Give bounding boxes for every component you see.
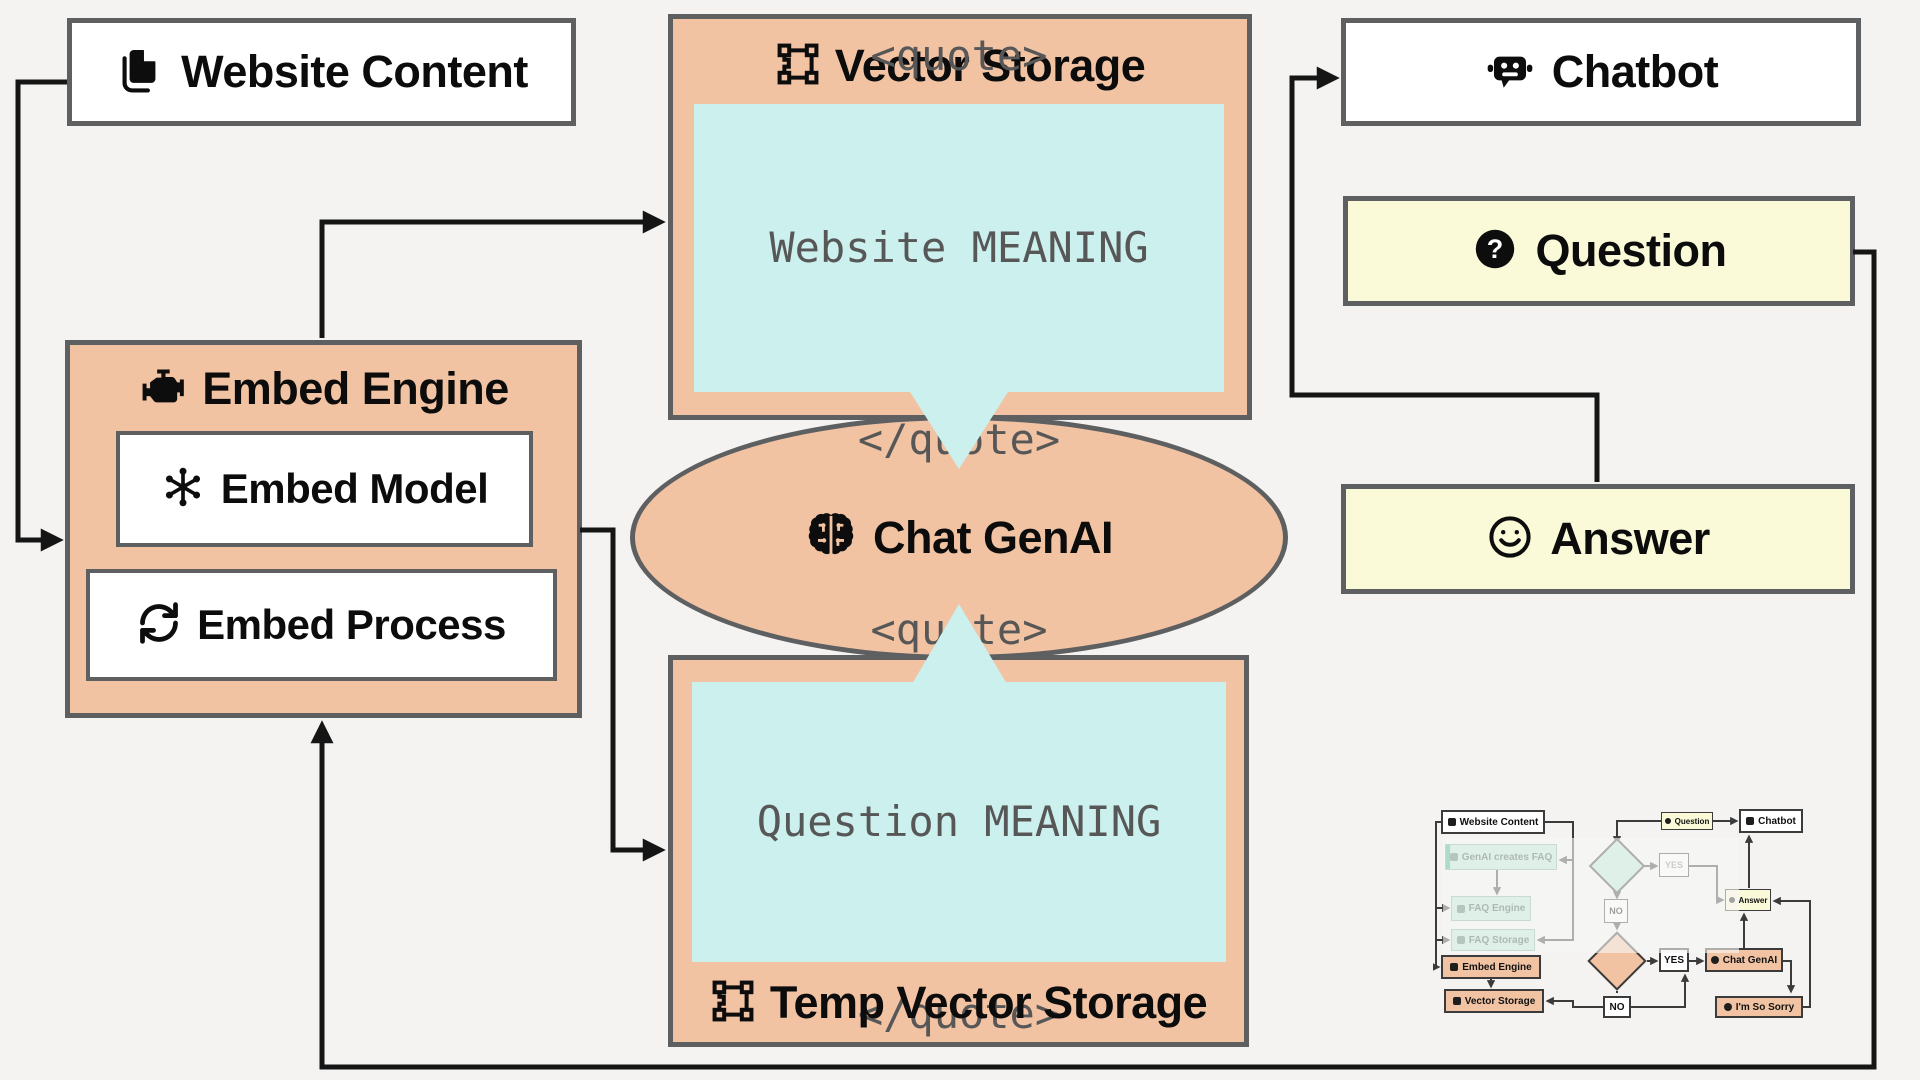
minimap-node-vector-storage: Vector Storage — [1444, 989, 1544, 1013]
embed-process-label: Embed Process — [197, 601, 506, 648]
arrow-website-content-to-embed-engine[interactable] — [15, 79, 67, 552]
minimap-node-im-so-sorry: I'm So Sorry — [1715, 996, 1803, 1018]
minimap-node-question: Question — [1661, 812, 1713, 830]
embed-model-label: Embed Model — [220, 465, 489, 512]
copy-pages-icon — [115, 45, 165, 100]
embed-engine-label: Embed Engine — [202, 363, 509, 414]
arrow-embed-engine-to-vector-storage[interactable] — [319, 210, 666, 338]
sync-icon — [137, 601, 181, 650]
node-chatbot[interactable]: Chatbot — [1341, 18, 1861, 126]
node-website-content[interactable]: Website Content — [67, 18, 576, 126]
node-vector-storage[interactable]: Vector Storage <quote> Website MEANING <… — [668, 14, 1252, 464]
node-embed-process[interactable]: Embed Process — [86, 569, 557, 681]
answer-label: Answer — [1550, 513, 1710, 564]
temp-vector-storage-label: Temp Vector Storage — [769, 977, 1208, 1028]
svg-text:?: ? — [1487, 233, 1504, 263]
engine-icon — [138, 362, 188, 417]
quote-body: Question MEANING — [756, 797, 1162, 846]
node-embed-model[interactable]: Embed Model — [116, 431, 533, 547]
hub-icon — [161, 465, 205, 514]
node-question[interactable]: ? Question — [1343, 196, 1855, 306]
minimap-node-no-bottom: NO — [1603, 996, 1631, 1018]
quote-body: Website MEANING — [769, 223, 1149, 272]
quote-open: <quote> — [870, 31, 1048, 80]
node-temp-vector-storage[interactable]: <quote> Question MEANING </quote> Temp V… — [668, 605, 1249, 1047]
question-label: Question — [1535, 225, 1727, 276]
vector-storage-quote-panel: <quote> Website MEANING </quote> — [694, 31, 1224, 464]
minimap-node-embed-engine: Embed Engine — [1441, 955, 1541, 979]
engine-icon — [1450, 963, 1459, 971]
robot-icon — [1746, 817, 1755, 825]
minimap[interactable]: Website Content GenAI creates FAQ FAQ En… — [1433, 800, 1817, 1032]
quote-close: </quote> — [857, 415, 1061, 464]
minimap-faded-overlay — [1443, 838, 1739, 953]
question-circle-icon: ? — [1471, 225, 1519, 278]
vector-square-icon — [775, 41, 821, 92]
minimap-node-website-content: Website Content — [1441, 810, 1545, 834]
brain-circuit-icon — [1710, 956, 1719, 964]
copy-pages-icon — [1447, 818, 1456, 826]
frown-icon — [1723, 1003, 1732, 1011]
node-embed-engine[interactable]: Embed Engine Embed Model — [65, 340, 582, 718]
question-circle-icon — [1664, 818, 1671, 824]
vector-square-icon — [710, 978, 756, 1029]
node-answer[interactable]: Answer — [1341, 484, 1855, 594]
robot-icon — [1484, 44, 1536, 101]
quote-open: <quote> — [870, 605, 1048, 654]
vector-storage-label: Vector Storage — [834, 40, 1146, 91]
smiley-icon — [1486, 513, 1534, 566]
vector-square-icon — [1452, 997, 1461, 1005]
minimap-node-chatbot: Chatbot — [1739, 809, 1803, 833]
chatbot-label: Chatbot — [1551, 46, 1719, 97]
website-content-label: Website Content — [181, 46, 528, 97]
temp-vector-storage-quote-panel: <quote> Question MEANING </quote> — [692, 605, 1226, 1038]
